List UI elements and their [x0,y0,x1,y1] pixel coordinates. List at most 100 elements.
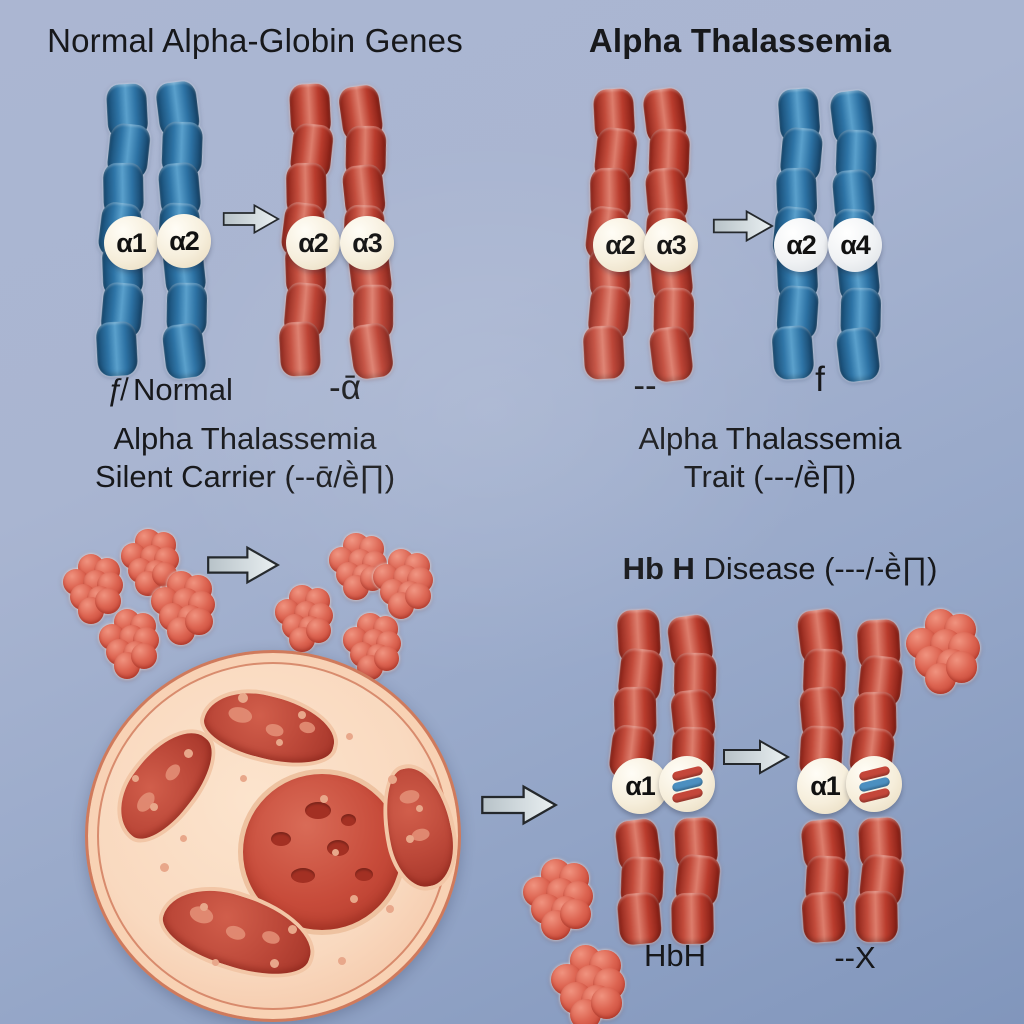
chromosome-segment [95,321,139,377]
globin-sphere [306,618,332,644]
globin-sphere [185,607,213,636]
cytoplasm-speckle [346,733,353,740]
gene-label-alpha3: α3 [340,216,394,270]
gene-label-alpha2: α2 [774,218,828,272]
hemoglobin-cluster [120,528,180,597]
gene-label-alpha4: α4 [828,218,882,272]
caption-trait-line2: Trait (---/ḕ∏) [683,459,857,494]
arrow-right-icon [222,202,281,241]
caption-silent-carrier-line1: Alpha Thalassemia [113,421,377,456]
cytoplasm-speckle [276,739,283,746]
caption-hbh: HbH [643,938,706,973]
hbh-inclusion-icon [659,756,715,812]
caption-minus-alpha-genotype: -ᾱ [329,368,361,407]
cytoplasm-speckle [212,959,219,966]
nucleus-spot [355,868,373,881]
hemoglobin-cluster [550,944,626,1024]
caption-double-deletion-genotype: -- [633,366,657,405]
hemoglobin-cluster [274,584,334,653]
gene-label-alpha1: α1 [612,758,668,814]
nucleus-spot [341,814,356,826]
nucleus-spot [305,802,331,819]
caption-silent-carrier: Alpha Thalassemia Silent Carrier (--ᾱ/ḕ∏… [25,420,465,496]
cytoplasm-speckle [132,775,139,782]
cytoplasm-speckle [320,795,328,803]
red-blood-cell-illustration [85,650,467,1022]
arrow-right-icon [712,208,775,249]
inclusion-spot [264,722,285,739]
chromosome-red-lower-arm [671,816,722,945]
cytoplasm-speckle [270,959,279,968]
chromosome-red-upper-arm [848,618,905,781]
cytoplasm-speckle [386,905,394,913]
cytoplasm-speckle [184,749,193,758]
cytoplasm-speckle [288,925,297,934]
globin-sphere [95,588,122,615]
chromosome-red-lower-arm [855,816,906,943]
cytoplasm-speckle [350,895,358,903]
caption-silent-carrier-line2: Silent Carrier (--ᾱ/ḕ∏) [94,459,396,494]
cell-inclusion [193,677,347,779]
panel-title-normal: Normal Alpha-Globin Genes [47,22,463,59]
caption-x-genotype: --X [834,940,876,975]
inclusion-spot [298,720,317,735]
cytoplasm-speckle [298,711,306,719]
caption-hbh-disease-bold: Hb H [622,551,695,586]
gene-label-alpha2: α2 [593,218,647,272]
hemoglobin-cluster [150,570,216,646]
arrow-right-icon [480,782,559,833]
chromosome-segment [855,890,899,943]
caption-normal-genotype: ƒ̸ Normal [107,372,233,407]
cytoplasm-speckle [238,693,248,703]
inclusion-spot [224,923,248,943]
cytoplasm-speckle [338,957,346,965]
caption-trait: Alpha Thalassemia Trait (---/ḕ∏) [560,420,980,496]
inclusion-spot [398,788,421,806]
cytoplasm-speckle [150,803,158,811]
globin-sphere [405,583,432,610]
panel-title-alpha-thalassemia: Alpha Thalassemia [588,22,892,59]
caption-hbh-disease: Hb H Disease (---/-ḕ∏) [545,550,1015,588]
cytoplasm-speckle [416,805,423,812]
globin-sphere [945,651,978,684]
caption-hbh-disease-rest: Disease (---/-ḕ∏) [694,551,938,586]
gene-label-alpha2: α2 [286,216,340,270]
caption-f-genotype: f [815,360,825,399]
cytoplasm-speckle [180,835,187,842]
cytoplasm-speckle [332,849,339,856]
inclusion-spot [226,704,254,726]
globin-sphere [374,646,400,672]
chromosome-red-upper-arm [665,613,718,779]
globin-sphere [560,899,591,930]
hemoglobin-cluster [905,608,981,695]
gene-label-alpha1: α1 [104,216,158,270]
gene-label-alpha1: α1 [797,758,853,814]
cytoplasm-speckle [406,835,414,843]
inclusion-spot [162,761,184,784]
caption-trait-line1: Alpha Thalassemia [638,421,902,456]
globin-sphere [590,987,623,1020]
hemoglobin-cluster [98,608,160,679]
chromosome-segment [671,892,715,945]
chromosome-red-lower-arm [799,817,850,944]
cytoplasm-speckle [200,903,208,911]
nucleus-spot [271,832,291,846]
hemoglobin-cluster [342,612,402,681]
inclusion-spot [133,789,159,816]
arrow-right-icon [722,738,791,781]
hemoglobin-cluster [522,858,594,940]
arrow-right-icon [206,544,281,591]
globin-sphere [131,643,158,670]
nucleus-spot [291,868,315,883]
chromosome-red-lower-arm [613,817,665,946]
chromosome-red-upper-arm [796,607,847,780]
chromosome-segment [801,890,847,944]
cytoplasm-speckle [240,775,247,782]
cytoplasm-speckle [388,775,397,784]
hemoglobin-cluster [62,553,124,624]
gene-label-alpha3: α3 [644,218,698,272]
gene-label-alpha2: α2 [157,214,211,268]
hbh-inclusion-icon [846,756,902,812]
hemoglobin-cluster [372,548,434,619]
